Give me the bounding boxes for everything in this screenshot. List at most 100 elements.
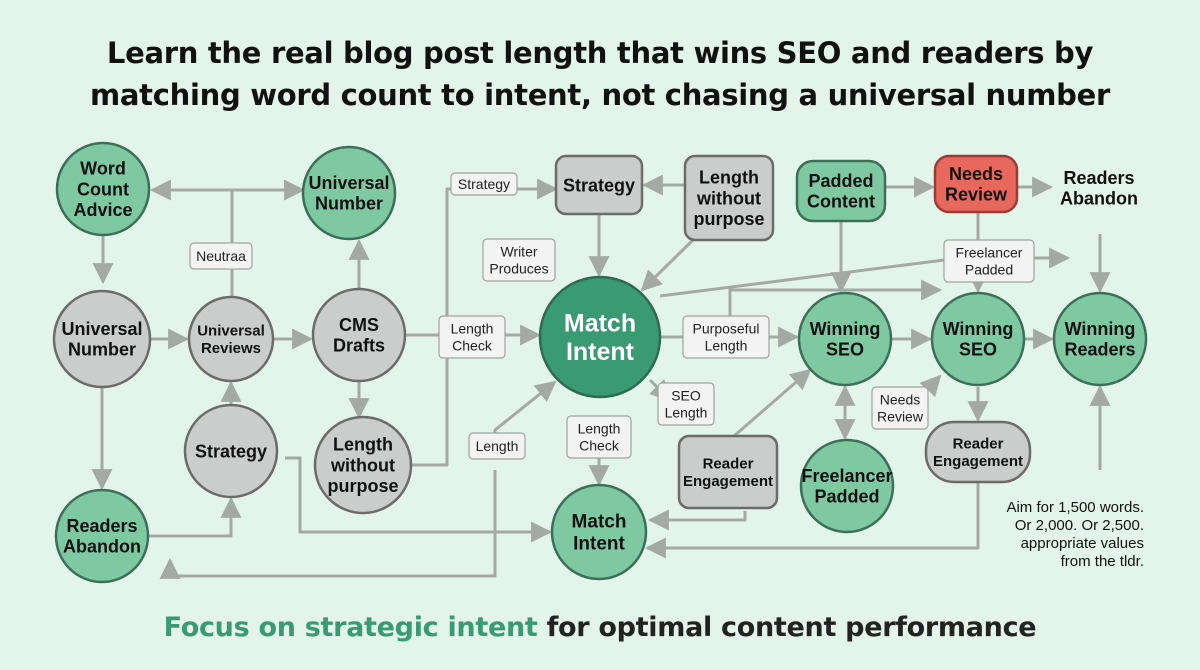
side-note-text: Aim for 1,500 words.Or 2,000. Or 2,500.a… [1006,499,1144,570]
node-shape [795,159,887,223]
node-shape [1052,291,1148,387]
node-shape [311,287,407,383]
node-shape [52,289,152,389]
edge-32 [285,456,553,543]
edge-35 [647,509,747,531]
node-shape [799,438,895,534]
node-shape [313,415,413,515]
node-shape [54,488,150,584]
edge-30 [733,368,812,438]
page-title: Learn the real blog post length that win… [0,32,1200,116]
edge-label-box [468,432,526,460]
edge-label-box [682,315,770,359]
edge-label-box [566,415,632,459]
node-shape [550,483,648,581]
edge-10 [148,496,242,538]
edge-label-box [450,172,518,196]
edge-label-neutraa: Neutraa [189,242,253,270]
node-label: Strategy [195,441,267,461]
node-shape [183,403,279,499]
edge-36 [644,482,980,559]
edge-label-box [482,238,556,282]
node-label: Strategy [563,175,635,195]
node-shape [924,420,1032,484]
title-line-2: matching word count to intent, not chasi… [90,78,1110,112]
node-shape [677,434,779,510]
edge-label-text: Neutraa [196,248,246,264]
node-shape [683,154,775,242]
node-shape [187,295,275,383]
footer-highlight: Focus on strategic intent [163,612,538,643]
edge-label-box [438,315,506,359]
edge-label-box [189,242,253,270]
node-shape [55,141,151,237]
edge-label-text: Length [476,438,519,454]
edge-label-length: Length [468,432,526,460]
footer-tagline: Focus on strategic intent for optimal co… [0,612,1200,643]
node-shape [933,154,1019,214]
side-note: Aim for 1,500 words.Or 2,000. Or 2,500.a… [1006,499,1144,570]
node-shape [538,275,662,399]
edge-label-box [657,382,715,426]
edge-label-box [943,239,1035,283]
node-strategy-mid: Strategy [183,403,279,499]
edge-34 [159,470,497,579]
edge-label-text: Strategy [458,176,510,192]
footer-rest: for optimal content performance [537,612,1037,643]
node-shape [930,291,1026,387]
title-line-1: Learn the real blog post length that win… [106,36,1094,70]
edge-15 [640,236,697,292]
node-shape [797,291,893,387]
node-shape [554,154,644,216]
